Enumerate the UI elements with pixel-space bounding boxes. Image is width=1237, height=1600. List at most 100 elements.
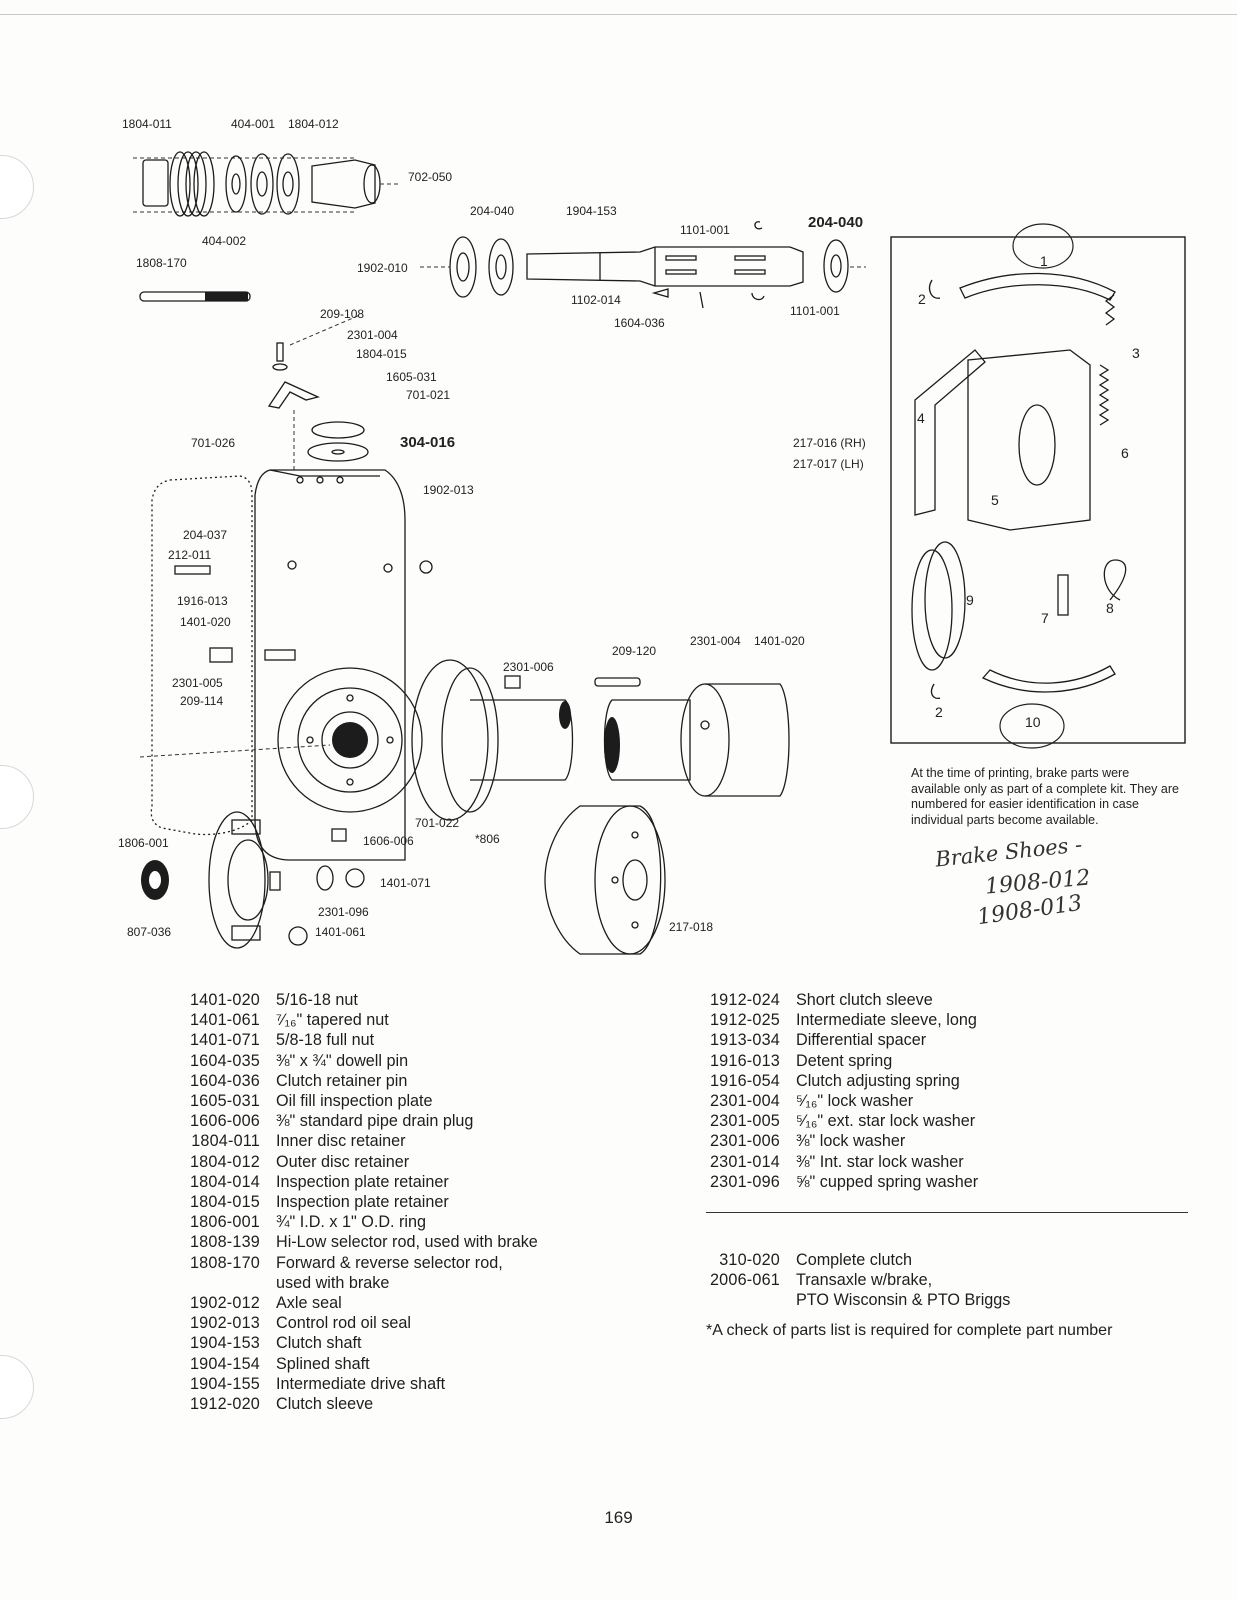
callout-807-036: 807-036: [127, 925, 171, 939]
part-number: 1804-011: [191, 1132, 260, 1151]
part-number: 1902-013: [189, 1314, 260, 1333]
callout-1808-170: 1808-170: [136, 256, 187, 270]
kit-number-10: 10: [1025, 714, 1041, 730]
callout-1401-020-left: 1401-020: [180, 615, 231, 629]
callout-1101-001-top: 1101-001: [680, 223, 730, 237]
part-description: ⁷⁄₁₆" tapered nut: [276, 1011, 389, 1030]
selector-rod-drawing: [139, 291, 251, 302]
callout-2301-096: 2301-096: [318, 905, 369, 919]
callout-1916-013: 1916-013: [177, 594, 228, 608]
kit-number-5: 5: [991, 492, 999, 508]
part-description: ⅜" lock washer: [796, 1132, 906, 1151]
punch-hole-bottom: [0, 1355, 34, 1419]
parts-row: 1904-153 Clutch shaft: [178, 1333, 658, 1353]
axle-hub-drawing: [141, 659, 790, 949]
part-number: 1401-020: [189, 991, 260, 1009]
part-description: 5/16-18 nut: [276, 991, 358, 1009]
callout-1605-031: 1605-031: [386, 370, 437, 384]
clutch-shaft-drawing: [420, 221, 866, 309]
part-number: 1913-034: [709, 1031, 780, 1050]
part-description: ¾" I.D. x 1" O.D. ring: [276, 1213, 427, 1232]
page-edge: [0, 14, 1237, 15]
callout-1604-036: 1604-036: [614, 316, 665, 330]
callout-1101-001-bottom: 1101-001: [790, 304, 840, 318]
part-number: 2301-005: [709, 1112, 780, 1131]
callout-209-108: 209-108: [320, 307, 364, 321]
part-description: ⅜" standard pipe drain plug: [276, 1112, 474, 1131]
part-description: Clutch sleeve: [276, 1395, 374, 1414]
callout-204-040-right: 204-040: [808, 214, 863, 231]
callout-1804-012: 1804-012: [288, 117, 339, 131]
part-number: 1606-006: [189, 1112, 260, 1131]
exploded-parts-diagram: 1804-011 404-001 1804-012 702-050 404-00…: [118, 117, 1186, 955]
part-number: 1904-155: [189, 1374, 260, 1393]
part-description: Axle seal: [276, 1294, 342, 1313]
callout-806: *806: [475, 832, 500, 846]
part-description: Intermediate sleeve, long: [796, 1011, 977, 1030]
callout-2301-006: 2301-006: [503, 660, 554, 674]
part-number: 2301-096: [709, 1172, 780, 1191]
part-description: Inner disc retainer: [276, 1132, 406, 1151]
callout-702-050: 702-050: [408, 170, 452, 184]
parts-row: 1401-061 ⁷⁄₁₆" tapered nut: [178, 1010, 658, 1030]
part-description: Detent spring: [796, 1051, 893, 1070]
callout-1902-013: 1902-013: [423, 483, 474, 497]
transaxle-housing-drawing: [139, 469, 433, 861]
kit-number-7: 7: [1041, 610, 1049, 626]
part-description: ⅜" x ¾" dowell pin: [276, 1051, 409, 1070]
kit-number-9: 9: [966, 592, 974, 608]
part-description: Inspection plate retainer: [276, 1172, 449, 1191]
callout-404-002: 404-002: [202, 234, 246, 248]
kit-row-continuation: PTO Wisconsin & PTO Briggs: [700, 1290, 1200, 1310]
part-number: 1808-170: [189, 1253, 260, 1272]
part-description: Short clutch sleeve: [796, 991, 933, 1009]
kit-description: Transaxle w/brake,: [796, 1271, 933, 1290]
callout-1904-153: 1904-153: [566, 204, 617, 218]
part-description: Clutch shaft: [276, 1334, 362, 1353]
callout-2301-005: 2301-005: [172, 676, 223, 690]
part-description: ⁵⁄₁₆" lock washer: [796, 1092, 914, 1111]
callout-1806-001: 1806-001: [118, 836, 169, 850]
callout-701-022: 701-022: [415, 816, 459, 830]
kit-description-continued: PTO Wisconsin & PTO Briggs: [796, 1291, 1011, 1310]
kit-number-8: 8: [1106, 600, 1114, 616]
part-number: 1804-015: [189, 1193, 260, 1212]
part-number: 1912-020: [189, 1395, 260, 1414]
part-number: 2301-014: [709, 1152, 780, 1171]
part-number: 1904-153: [189, 1334, 260, 1353]
part-number: 1804-012: [189, 1152, 260, 1171]
callout-217-017: 217-017 (LH): [793, 457, 864, 471]
brake-kit-note: At the time of printing, brake parts wer…: [911, 766, 1179, 827]
part-description: Control rod oil seal: [276, 1314, 411, 1333]
callout-2301-004-top: 2301-004: [347, 328, 398, 342]
clutch-pack-drawing: [133, 151, 400, 217]
part-description: Intermediate drive shaft: [276, 1374, 446, 1393]
parts-row: 1804-011 Inner disc retainer: [178, 1131, 658, 1151]
part-number: 1401-061: [189, 1011, 260, 1030]
callout-217-016: 217-016 (RH): [793, 436, 866, 450]
part-number: 1806-001: [189, 1213, 260, 1232]
footnote: *A check of parts list is required for c…: [706, 1322, 1113, 1339]
callout-404-001: 404-001: [231, 117, 275, 131]
callout-204-037: 204-037: [183, 528, 227, 542]
callout-209-120: 209-120: [612, 644, 656, 658]
part-description: Clutch adjusting spring: [796, 1071, 960, 1090]
callout-217-018: 217-018: [669, 920, 713, 934]
parts-row: 1904-155 Intermediate drive shaft: [178, 1374, 658, 1394]
part-description: Oil fill inspection plate: [276, 1092, 433, 1111]
